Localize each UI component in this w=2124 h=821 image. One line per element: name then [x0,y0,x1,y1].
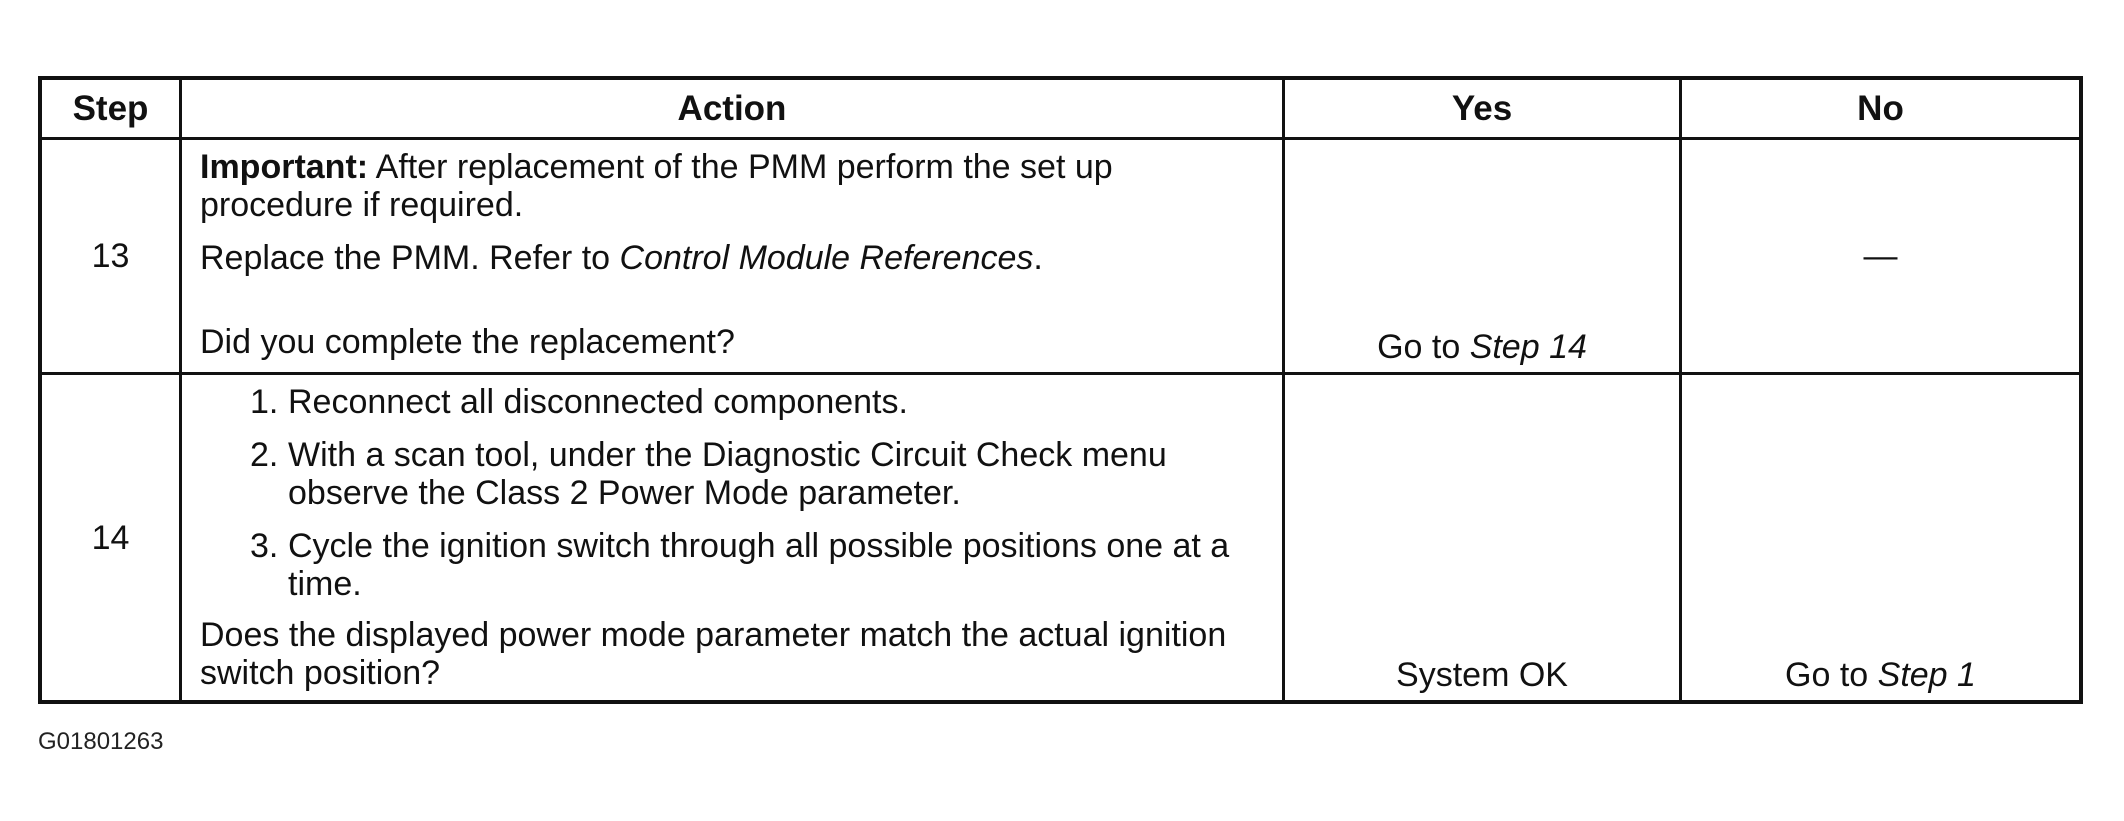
header-no: No [1682,80,2079,140]
header-action: Action [182,80,1285,140]
step-14-no: Go to Step 1 [1682,375,2079,700]
important-note: Important: After replacement of the PMM … [200,148,1264,224]
list-item-number: 3. [250,527,279,565]
instruction-prefix: Replace the PMM. Refer to [200,239,620,277]
header-step: Step [42,80,182,140]
diagnostic-table: Step Action Yes No 13 Important: After r… [38,76,2083,704]
list-item: 3.Cycle the ignition switch through all … [250,527,1264,603]
list-item-text: Reconnect all disconnected components. [288,383,908,421]
list-item: 2.With a scan tool, under the Diagnostic… [250,436,1264,512]
step-14-question: Does the displayed power mode parameter … [200,616,1227,692]
go-to-step-1-link[interactable]: Step 1 [1877,656,1976,694]
header-yes: Yes [1285,80,1682,140]
important-label: Important: [200,148,369,186]
list-item-number: 1. [250,383,279,421]
list-item-text: Cycle the ignition switch through all po… [288,527,1230,603]
step-13-no: — [1682,140,2079,375]
yes-prefix: Go to [1377,328,1470,366]
no-prefix: Go to [1785,656,1878,694]
list-item-number: 2. [250,436,279,474]
step-13-yes: Go to Step 14 [1285,140,1682,375]
figure-id: G01801263 [38,728,164,755]
instruction-suffix: . [1033,239,1043,277]
step-13-action: Important: After replacement of the PMM … [182,140,1285,375]
important-text: After replacement of the PMM perform the… [200,148,1113,224]
go-to-step-14-link[interactable]: Step 14 [1469,328,1587,366]
replace-instruction: Replace the PMM. Refer to Control Module… [200,239,1264,277]
list-item-text: With a scan tool, under the Diagnostic C… [288,436,1167,512]
step-14-list: 1.Reconnect all disconnected components.… [200,383,1264,603]
control-module-references-link[interactable]: Control Module References [619,239,1034,277]
list-item: 1.Reconnect all disconnected components. [250,383,1264,421]
step-14-number: 14 [42,375,182,700]
step-13-question: Did you complete the replacement? [200,323,735,361]
step-14-yes: System OK [1285,375,1682,700]
step-13-number: 13 [42,140,182,375]
step-14-action: 1.Reconnect all disconnected components.… [182,375,1285,700]
